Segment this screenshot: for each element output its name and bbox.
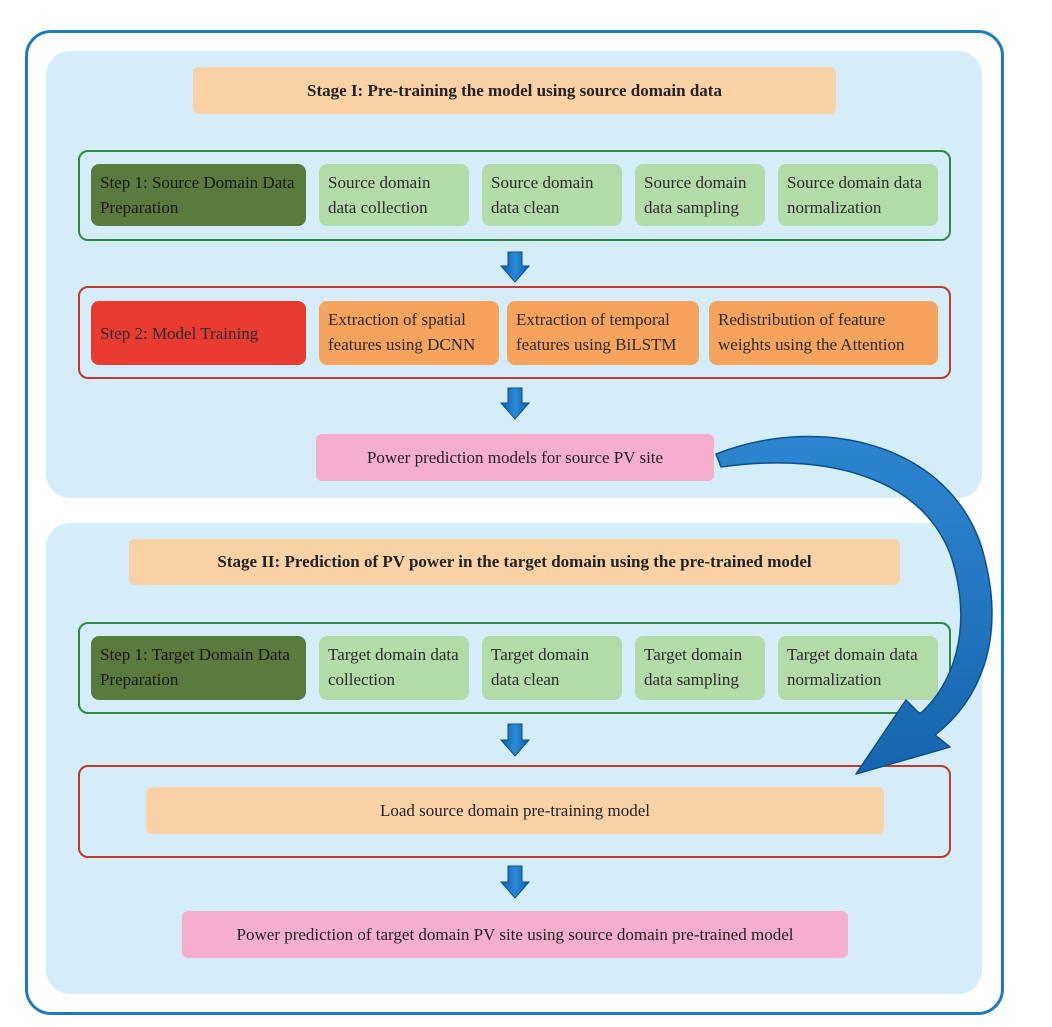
down-arrow-4 [499,865,531,899]
stage-1-step-1-item: Source domain data normalization [778,164,938,226]
stage-1-step-1-label: Step 1: Source Domain Data Preparation [91,164,306,226]
stage-1-step-1-item: Source domain data collection [319,164,469,226]
down-arrow-3 [499,723,531,757]
stage-2-load-group [78,765,951,858]
stage-1-step-2-label: Step 2: Model Training [91,301,306,365]
stage-1-step-2-item: Extraction of temporal features using Bi… [507,301,699,365]
down-arrow-2 [499,387,531,420]
stage-2-title: Stage II: Prediction of PV power in the … [129,539,900,585]
stage-2-step-1-item: Target domain data collection [319,636,469,700]
stage-1-output: Power prediction models for source PV si… [316,434,714,481]
stage-1-step-2-item: Extraction of spatial features using DCN… [319,301,499,365]
stage-2-step-1-item: Target domain data normalization [778,636,938,700]
stage-1-step-2-group [78,286,951,379]
stage-1-step-1-group [78,150,951,241]
load-model-box: Load source domain pre-training model [146,787,884,834]
stage-2-step-1-item: Target domain data clean [482,636,622,700]
stage-2-output: Power prediction of target domain PV sit… [182,911,848,958]
stage-1-step-1-item: Source domain data clean [482,164,622,226]
stage-2-step-1-group [78,622,951,714]
stage-2-step-1-item: Target domain data sampling [635,636,765,700]
stage-1-step-1-item: Source domain data sampling [635,164,765,226]
stage-2-step-1-label: Step 1: Target Domain Data Preparation [91,636,306,700]
stage-1-title: Stage I: Pre-training the model using so… [193,67,836,114]
stage-1-step-2-item: Redistribution of feature weights using … [709,301,938,365]
curved-transfer-arrow [715,435,993,775]
down-arrow-1 [499,251,531,283]
